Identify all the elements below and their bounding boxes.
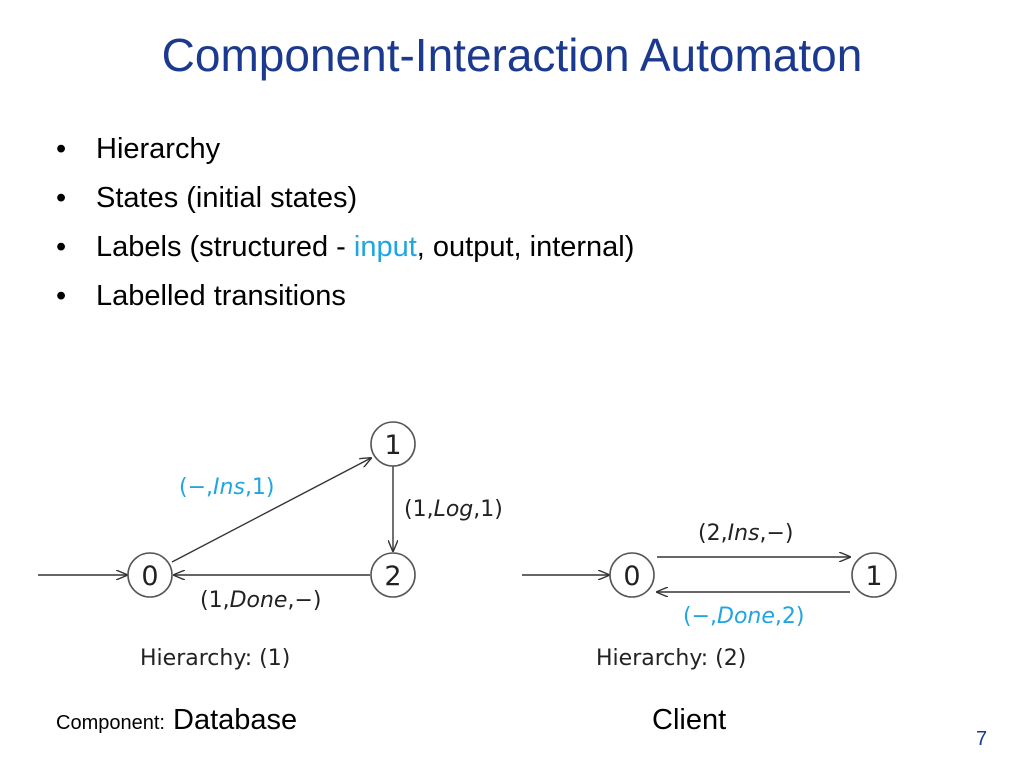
state-client-0 bbox=[609, 552, 655, 598]
edge-label-client-0-1: (2,Ins,−) bbox=[698, 521, 794, 546]
label-part: ,−) bbox=[287, 588, 321, 613]
bullet-text-post: , output, internal) bbox=[416, 231, 635, 263]
label-part: (2, bbox=[698, 521, 728, 546]
component-prefix: Component: bbox=[56, 712, 165, 734]
page-number: 7 bbox=[976, 728, 988, 750]
bullet-dot: • bbox=[56, 182, 67, 214]
bullet-dot: • bbox=[56, 280, 67, 312]
label-part-italic: Done bbox=[717, 604, 775, 629]
bullet-list: • Hierarchy • States (initial states) • … bbox=[56, 130, 634, 326]
client-automaton: 0 1 (2,Ins,−) (−,Done,2) Hierarchy: (2) bbox=[522, 521, 897, 671]
edge-label-db-1-2: (1,Log,1) bbox=[404, 497, 503, 522]
state-db-2-label: 2 bbox=[384, 561, 401, 592]
state-client-1-label: 1 bbox=[865, 561, 882, 592]
state-db-2 bbox=[370, 552, 416, 598]
bullet-item-hierarchy: • Hierarchy bbox=[56, 130, 634, 179]
bullet-text: Hierarchy bbox=[96, 133, 221, 165]
label-part-italic: Ins bbox=[728, 521, 760, 546]
database-automaton: 0 1 2 (−,Ins,1) (1,Log,1) (1,Done,−) Hie… bbox=[38, 421, 503, 671]
label-part: ( bbox=[179, 475, 188, 500]
state-db-0-label: 0 bbox=[141, 561, 158, 592]
state-db-0 bbox=[127, 552, 173, 598]
bullet-dot: • bbox=[56, 231, 67, 263]
component-name-client: Client bbox=[652, 704, 727, 736]
label-part: ,2) bbox=[775, 604, 805, 629]
bullet-text: States (initial states) bbox=[96, 182, 358, 214]
edge-db-0-to-1 bbox=[171, 458, 371, 563]
edge-label-db-0-1: (−,Ins,1) bbox=[179, 475, 275, 500]
state-db-1-label: 1 bbox=[384, 430, 401, 461]
state-db-1 bbox=[370, 421, 416, 467]
hierarchy-label-database: Hierarchy: (1) bbox=[140, 646, 290, 671]
label-part: ,−) bbox=[759, 521, 793, 546]
label-part: (1, bbox=[200, 588, 230, 613]
state-client-1 bbox=[851, 552, 897, 598]
label-part-italic: Done bbox=[230, 588, 288, 613]
bullet-dot: • bbox=[56, 133, 67, 165]
edge-label-db-2-0: (1,Done,−) bbox=[200, 588, 321, 613]
bullet-item-states: • States (initial states) bbox=[56, 179, 634, 228]
bullet-item-transitions: • Labelled transitions bbox=[56, 277, 634, 326]
label-part: −, bbox=[188, 475, 213, 500]
hierarchy-label-client: Hierarchy: (2) bbox=[596, 646, 746, 671]
label-part-italic: Log bbox=[434, 497, 474, 522]
bullet-item-labels: • Labels (structured - input, output, in… bbox=[56, 228, 634, 277]
label-part: ,1) bbox=[473, 497, 503, 522]
bullet-text-input-highlight: input bbox=[353, 231, 417, 263]
label-part: (−, bbox=[683, 604, 717, 629]
slide-title: Component-Interaction Automaton bbox=[161, 29, 863, 81]
component-name-database: Database bbox=[173, 704, 298, 736]
bullet-text: Labelled transitions bbox=[96, 280, 346, 312]
bullet-text-pre: Labels (structured - bbox=[96, 231, 354, 263]
state-client-0-label: 0 bbox=[623, 561, 640, 592]
label-part: ,1) bbox=[245, 475, 275, 500]
edge-label-client-1-0: (−,Done,2) bbox=[683, 604, 804, 629]
label-part: (1, bbox=[404, 497, 434, 522]
component-caption: Component: Database bbox=[56, 704, 297, 737]
label-part-italic: Ins bbox=[213, 475, 245, 500]
